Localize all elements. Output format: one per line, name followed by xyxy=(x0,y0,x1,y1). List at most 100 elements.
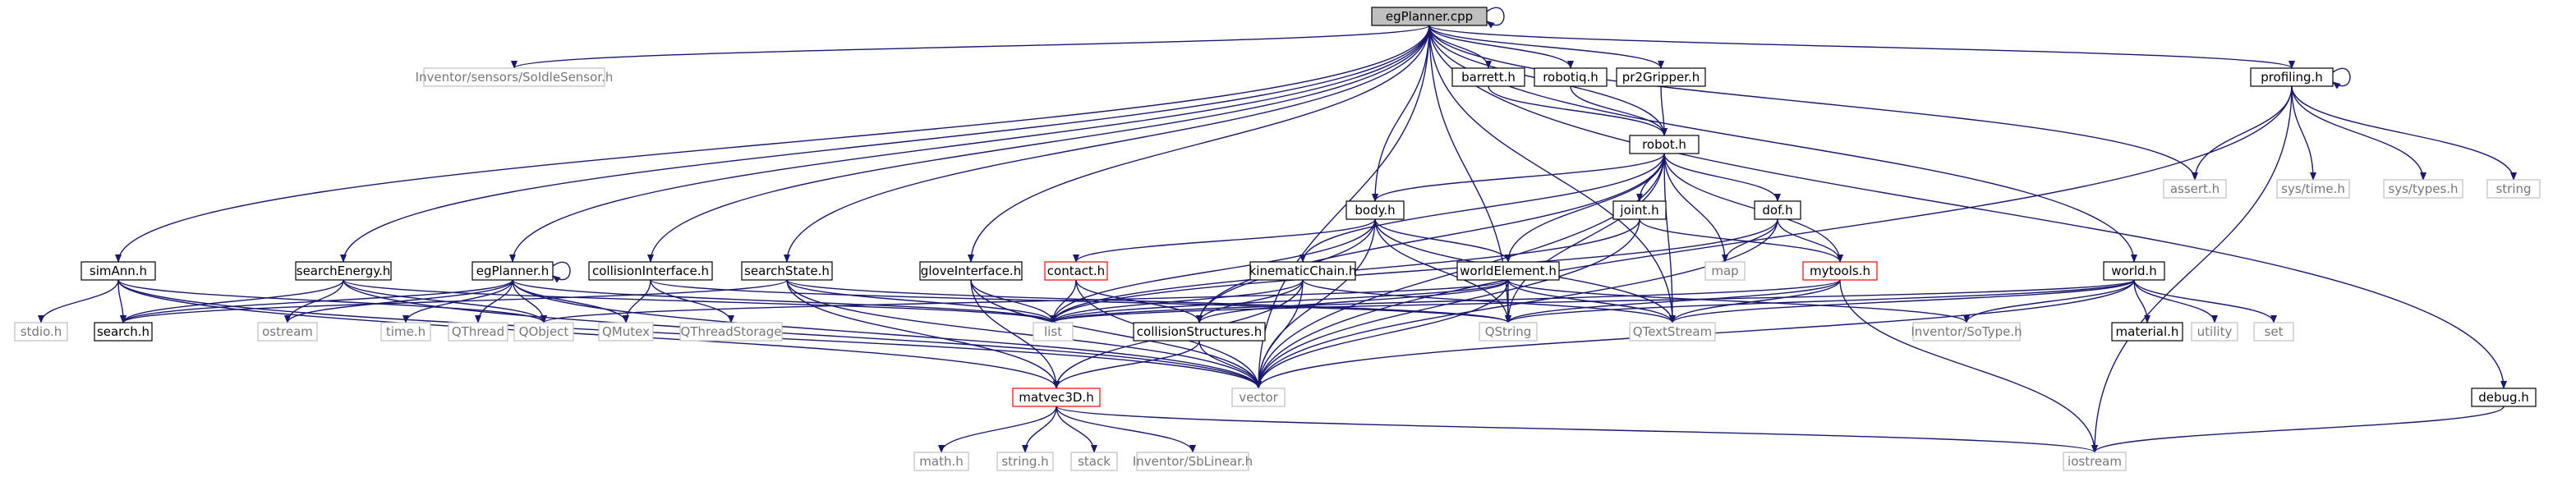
node-label: QObject xyxy=(519,324,569,339)
node-box xyxy=(472,261,554,281)
node-label: collisionStructures.h xyxy=(1137,324,1262,339)
node-list: list xyxy=(1033,322,1074,342)
node-label: gloveInterface.h xyxy=(921,264,1021,278)
node-ostream: ostream xyxy=(257,322,318,342)
node-box xyxy=(588,261,713,281)
node-label: stack xyxy=(1078,454,1111,469)
node-kinematicchain-h[interactable]: kinematicChain.h xyxy=(1249,261,1357,281)
edge-robot-to-dof xyxy=(1663,153,1781,202)
node-matvec3d-h[interactable]: matvec3D.h xyxy=(1012,388,1101,407)
node-sys-time-h: sys/time.h xyxy=(2276,179,2350,199)
node-barrett-h[interactable]: barrett.h xyxy=(1451,67,1525,87)
node-label: robotiq.h xyxy=(1543,70,1598,85)
edge-dof-to-mytools xyxy=(1777,218,1843,263)
node-body-h[interactable]: body.h xyxy=(1346,200,1405,220)
edge-worldelement-to-qobject xyxy=(540,279,1509,323)
node-label: worldElement.h xyxy=(1460,264,1557,278)
node-egplanner-h[interactable]: egPlanner.h xyxy=(472,261,554,281)
node-label: QThread xyxy=(452,324,504,339)
edge-profiling-to-systime xyxy=(2291,85,2316,181)
node-label: mytools.h xyxy=(1810,264,1870,278)
node-contact-h[interactable]: contact.h xyxy=(1044,261,1108,281)
edge-worldelement-to-sotype xyxy=(1507,279,1970,323)
edge-simann-to-matvec3d xyxy=(117,279,1060,389)
node-simann-h[interactable]: simAnn.h xyxy=(80,261,156,281)
edge-egplanner-cpp-to-robotiq xyxy=(1428,25,1574,69)
edge-robot-to-kinematicchain xyxy=(1300,153,1665,263)
edge-egplanner-h-to-vector xyxy=(512,279,1262,389)
node-searchstate-h[interactable]: searchState.h xyxy=(741,261,833,281)
node-world-h[interactable]: world.h xyxy=(2103,261,2165,281)
node-searchenergy-h[interactable]: searchEnergy.h xyxy=(295,261,392,281)
node-label: material.h xyxy=(2116,324,2179,339)
edge-matvec3d-to-stack xyxy=(1056,406,1097,453)
edge-collisioninterface-to-qthreadstorage xyxy=(650,279,734,323)
node-box xyxy=(80,261,156,281)
node-box xyxy=(913,452,969,471)
edge-searchstate-to-matvec3d xyxy=(786,279,1060,389)
edge-body-to-qstring xyxy=(1374,218,1511,323)
node-label: string xyxy=(2496,181,2531,196)
node-egplanner-cpp[interactable]: egPlanner.cpp xyxy=(1371,7,1488,26)
node-stack: stack xyxy=(1070,452,1118,471)
node-label: Inventor/SbLinear.h xyxy=(1133,454,1253,469)
node-box xyxy=(2253,322,2294,342)
edge-collisioninterface-to-qstring xyxy=(650,279,1511,323)
node-mytools-h[interactable]: mytools.h xyxy=(1802,261,1878,281)
node-collisioninterface-h[interactable]: collisionInterface.h xyxy=(588,261,713,281)
node-gloveinterface-h[interactable]: gloveInterface.h xyxy=(919,261,1023,281)
node-box xyxy=(1133,322,1266,342)
node-box xyxy=(1629,135,1700,154)
edge-body-to-worldelement xyxy=(1374,218,1511,263)
node-label: profiling.h xyxy=(2261,70,2323,85)
node-robot-h[interactable]: robot.h xyxy=(1629,135,1700,154)
node-material-h[interactable]: material.h xyxy=(2111,322,2183,342)
edge-kinematicchain-to-collisionstructures xyxy=(1196,279,1304,323)
node-qtextstream: QTextStream xyxy=(1629,322,1716,342)
node-box xyxy=(2063,452,2127,471)
edge-searchstate-to-qstring xyxy=(786,279,1511,323)
node-box xyxy=(380,322,431,342)
edge-collisionstructures-to-vector xyxy=(1198,340,1262,389)
node-debug-h[interactable]: debug.h xyxy=(2471,388,2537,407)
node-box xyxy=(2276,179,2350,199)
node-label: body.h xyxy=(1355,203,1395,218)
node-box xyxy=(741,261,833,281)
node-worldelement-h[interactable]: worldElement.h xyxy=(1456,261,1560,281)
edge-kinematicchain-to-vector xyxy=(1255,279,1304,389)
node-label: time.h xyxy=(386,324,426,339)
edge-searchstate-to-vector xyxy=(786,279,1262,389)
node-label: barrett.h xyxy=(1461,70,1516,85)
node-box xyxy=(1802,261,1878,281)
node-profiling-h[interactable]: profiling.h xyxy=(2250,67,2334,87)
node-label: robot.h xyxy=(1642,137,1686,152)
node-collisionstructures-h[interactable]: collisionStructures.h xyxy=(1133,322,1266,342)
nodes-layer: egPlanner.cppInventor/sensors/SoIdleSens… xyxy=(14,7,2541,471)
node-label: matvec3D.h xyxy=(1019,390,1093,405)
node-box xyxy=(2250,67,2334,87)
node-label: sys/time.h xyxy=(2281,181,2345,196)
node-robotiq-h[interactable]: robotiq.h xyxy=(1534,67,1608,87)
edge-egplanner-cpp-to-collisioninterface xyxy=(647,25,1430,263)
edge-worldelement-to-collisionstructures xyxy=(1196,279,1509,323)
node-dof-h[interactable]: dof.h xyxy=(1754,200,1801,220)
node-joint-h[interactable]: joint.h xyxy=(1612,200,1667,220)
node-box xyxy=(919,261,1023,281)
edge-robot-to-map xyxy=(1663,153,1728,263)
edge-searchenergy-to-search xyxy=(120,279,344,323)
node-vector: vector xyxy=(1231,388,1286,407)
node-box xyxy=(996,452,1054,471)
node-box xyxy=(14,322,68,342)
edge-world-to-qtextstream xyxy=(1669,279,2135,323)
edge-world-to-list xyxy=(1050,279,2135,323)
node-search-h[interactable]: search.h xyxy=(94,322,153,342)
node-inventor-sotype-h: Inventor/SoType.h xyxy=(1911,322,2022,342)
edge-egplanner-cpp-to-egplanner-cpp xyxy=(1486,7,1505,29)
node-label: searchState.h xyxy=(744,264,830,278)
edge-egplanner-cpp-to-simann xyxy=(115,25,1430,263)
node-box xyxy=(679,322,783,342)
node-map: map xyxy=(1704,261,1746,281)
node-pr2gripper-h[interactable]: pr2Gripper.h xyxy=(1616,67,1706,87)
node-label: collisionInterface.h xyxy=(592,264,709,278)
